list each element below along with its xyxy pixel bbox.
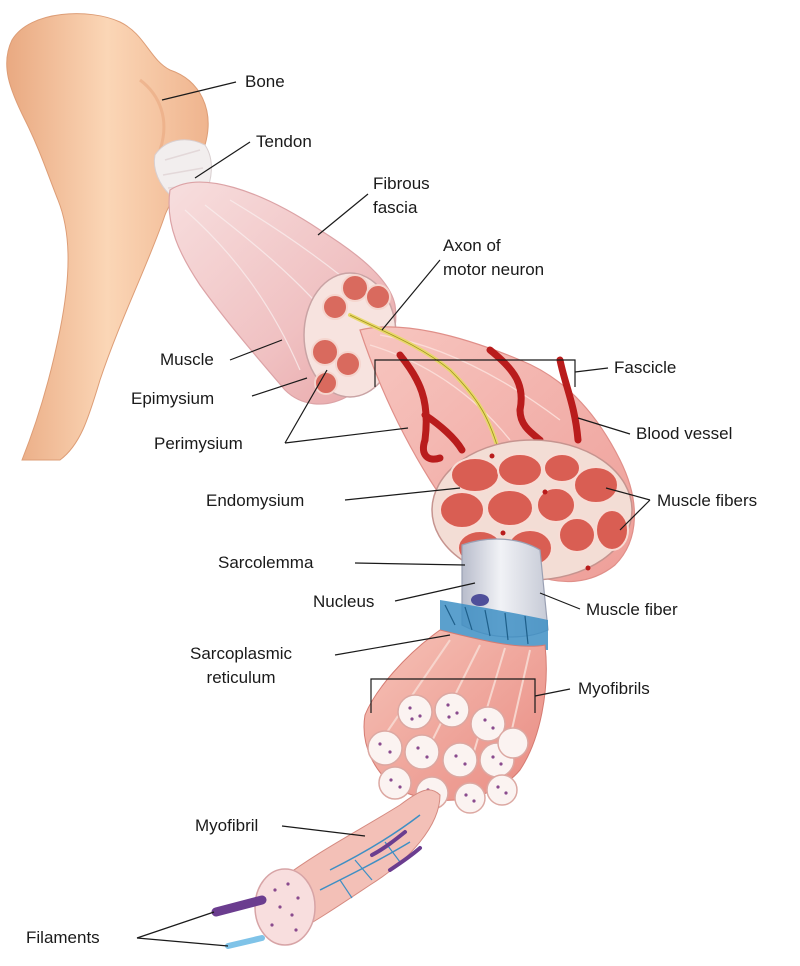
label-sarcolemma: Sarcolemma <box>218 553 314 572</box>
label-myofibrils: Myofibrils <box>578 679 650 698</box>
bone-shape <box>6 13 209 461</box>
blood-vessels <box>396 346 582 463</box>
myofibril-ends <box>367 692 529 814</box>
label-muscle: Muscle <box>160 350 214 369</box>
leader-lines <box>136 81 651 947</box>
label-filaments: Filaments <box>26 928 100 947</box>
label-perimysium: Perimysium <box>154 434 243 453</box>
label-fascicle: Fascicle <box>614 358 677 377</box>
label-endomysium: Endomysium <box>206 491 305 510</box>
label-blood-vessel: Blood vessel <box>636 424 733 443</box>
myofibril-dots <box>378 703 508 803</box>
label-muscle-fibers: Muscle fibers <box>657 491 758 510</box>
label-nucleus: Nucleus <box>313 592 375 611</box>
myofibril-end-cross-section <box>254 868 316 946</box>
label-myofibril: Myofibril <box>195 816 259 835</box>
label-epimysium: Epimysium <box>131 389 215 408</box>
single-myofibril <box>279 789 441 936</box>
label-muscle-fiber: Muscle fiber <box>586 600 678 619</box>
label-bone: Bone <box>245 72 285 91</box>
thin-filament <box>225 935 265 949</box>
label-tendon: Tendon <box>256 132 312 151</box>
thick-filament <box>211 895 267 917</box>
